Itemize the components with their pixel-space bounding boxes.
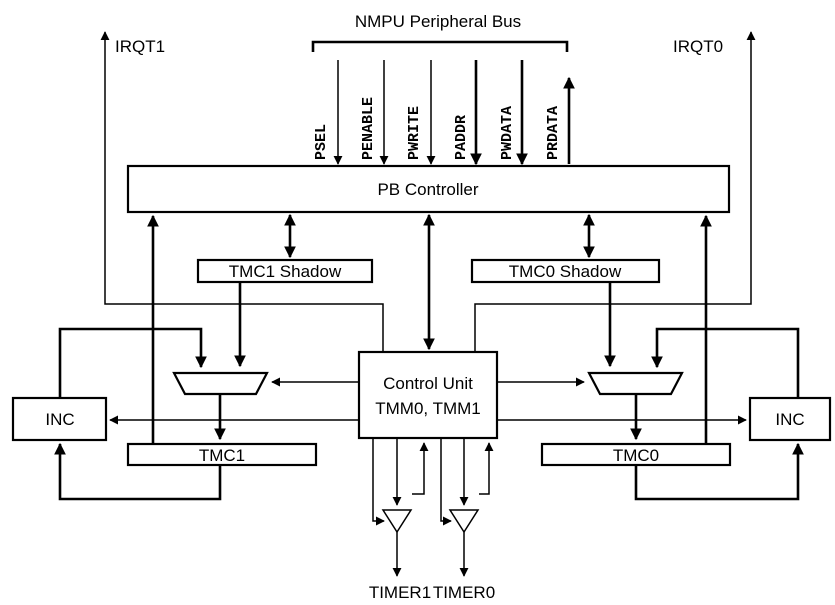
- pb-controller-label: PB Controller: [377, 180, 478, 199]
- control-unit-sublabel: TMM0, TMM1: [375, 399, 480, 418]
- inc-left-block: [11, 396, 108, 442]
- signal-psel-label: PSEL: [313, 124, 330, 160]
- inc-left-label: INC: [45, 410, 74, 429]
- tmc1-block: [126, 442, 318, 467]
- timer1-buffer: [381, 509, 413, 534]
- signal-pwrite-label: PWRITE: [406, 106, 423, 160]
- inc-right-block: [748, 396, 832, 442]
- signal-pwdata-label: PWDATA: [499, 106, 516, 160]
- control-unit-label: Control Unit: [383, 374, 473, 393]
- tmc1-label: TMC1: [199, 446, 245, 465]
- tmc1-shadow-label: TMC1 Shadow: [229, 262, 342, 281]
- timer0-feedback: [479, 442, 494, 495]
- irqt1-line: [100, 31, 384, 352]
- cu-to-timer1-enable: [372, 438, 385, 526]
- timer1-feedback: [412, 442, 429, 495]
- irqt1-label: IRQT1: [115, 37, 165, 56]
- timer0-buffer: [448, 509, 480, 534]
- cu-to-timer0-enable: [440, 438, 452, 526]
- tmc0-shadow-label: TMC0 Shadow: [509, 262, 622, 281]
- control-unit-block: [357, 350, 499, 440]
- inc-right-to-mux: [651, 327, 800, 398]
- irqt0-label: IRQT0: [673, 37, 723, 56]
- irqt0-line: [474, 31, 756, 352]
- tmc1-shadow-block: [196, 258, 374, 284]
- mux-left: [172, 371, 269, 396]
- pb-controller-block: [126, 164, 731, 214]
- tmc0-label: TMC0: [613, 446, 659, 465]
- timer0-label: TIMER0: [433, 583, 495, 602]
- bus-signal-labels: PSEL PENABLE PWRITE PADDR PWDATA PRDATA: [313, 97, 562, 160]
- mux-right: [587, 371, 684, 396]
- tmc1-to-inc: [54, 442, 222, 501]
- bus-title: NMPU Peripheral Bus: [355, 12, 521, 31]
- signal-paddr-label: PADDR: [453, 115, 470, 160]
- timer1-label: TIMER1: [369, 583, 431, 602]
- inc-left-to-mux: [58, 327, 207, 398]
- signal-prdata-label: PRDATA: [545, 106, 562, 160]
- inc-right-label: INC: [775, 410, 804, 429]
- tmc0-shadow-block: [470, 258, 661, 284]
- tmc0-to-inc: [634, 442, 804, 501]
- signal-penable-label: PENABLE: [360, 97, 377, 160]
- bus-bracket: [311, 40, 569, 52]
